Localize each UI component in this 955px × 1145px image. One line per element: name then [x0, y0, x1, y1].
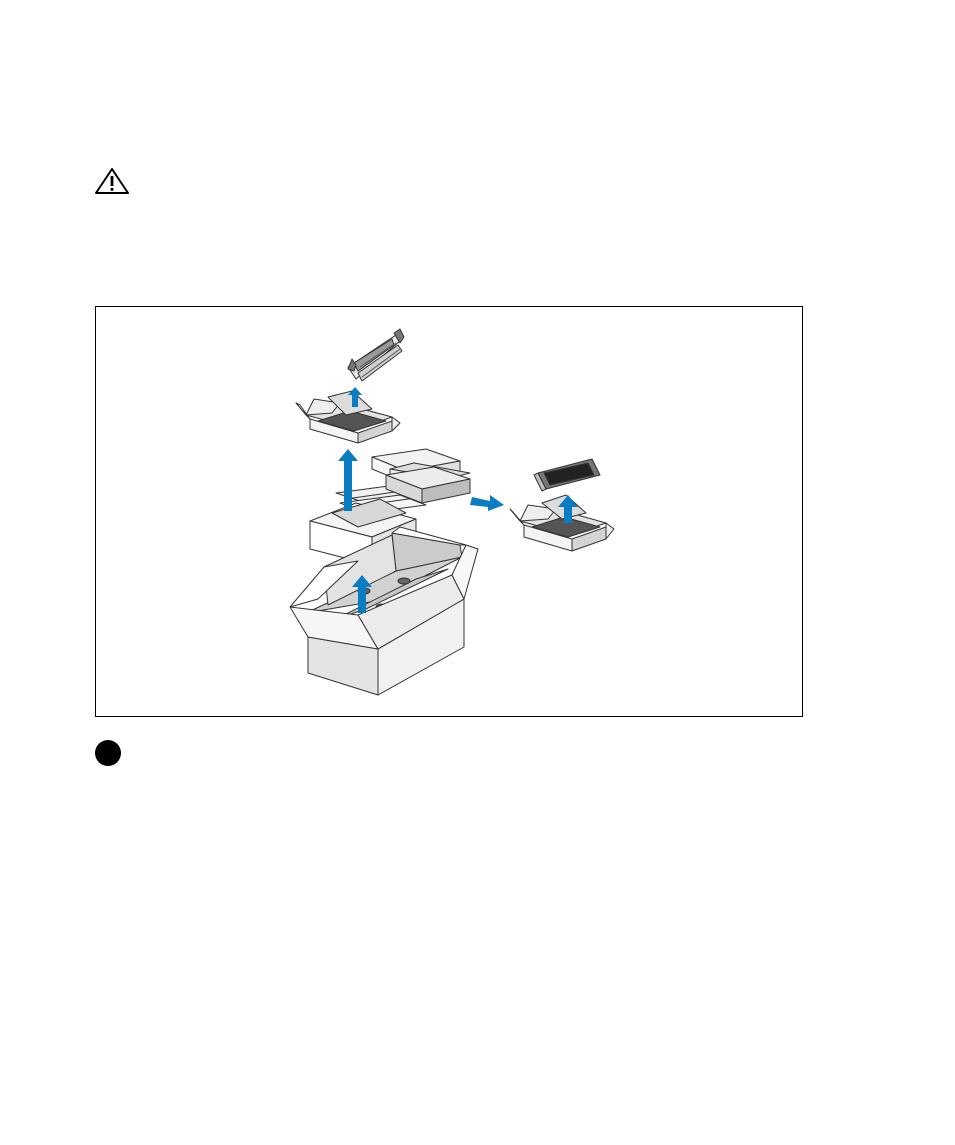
accessory-box-left: [296, 391, 400, 443]
warning-triangle-icon: [95, 168, 129, 194]
unpacking-illustration: [96, 307, 804, 718]
bezel-part: [534, 459, 600, 491]
rail-kit: [348, 329, 404, 381]
unpacking-figure: [95, 306, 803, 717]
step-bullet-icon: [95, 740, 121, 766]
shipping-box: [290, 527, 478, 695]
